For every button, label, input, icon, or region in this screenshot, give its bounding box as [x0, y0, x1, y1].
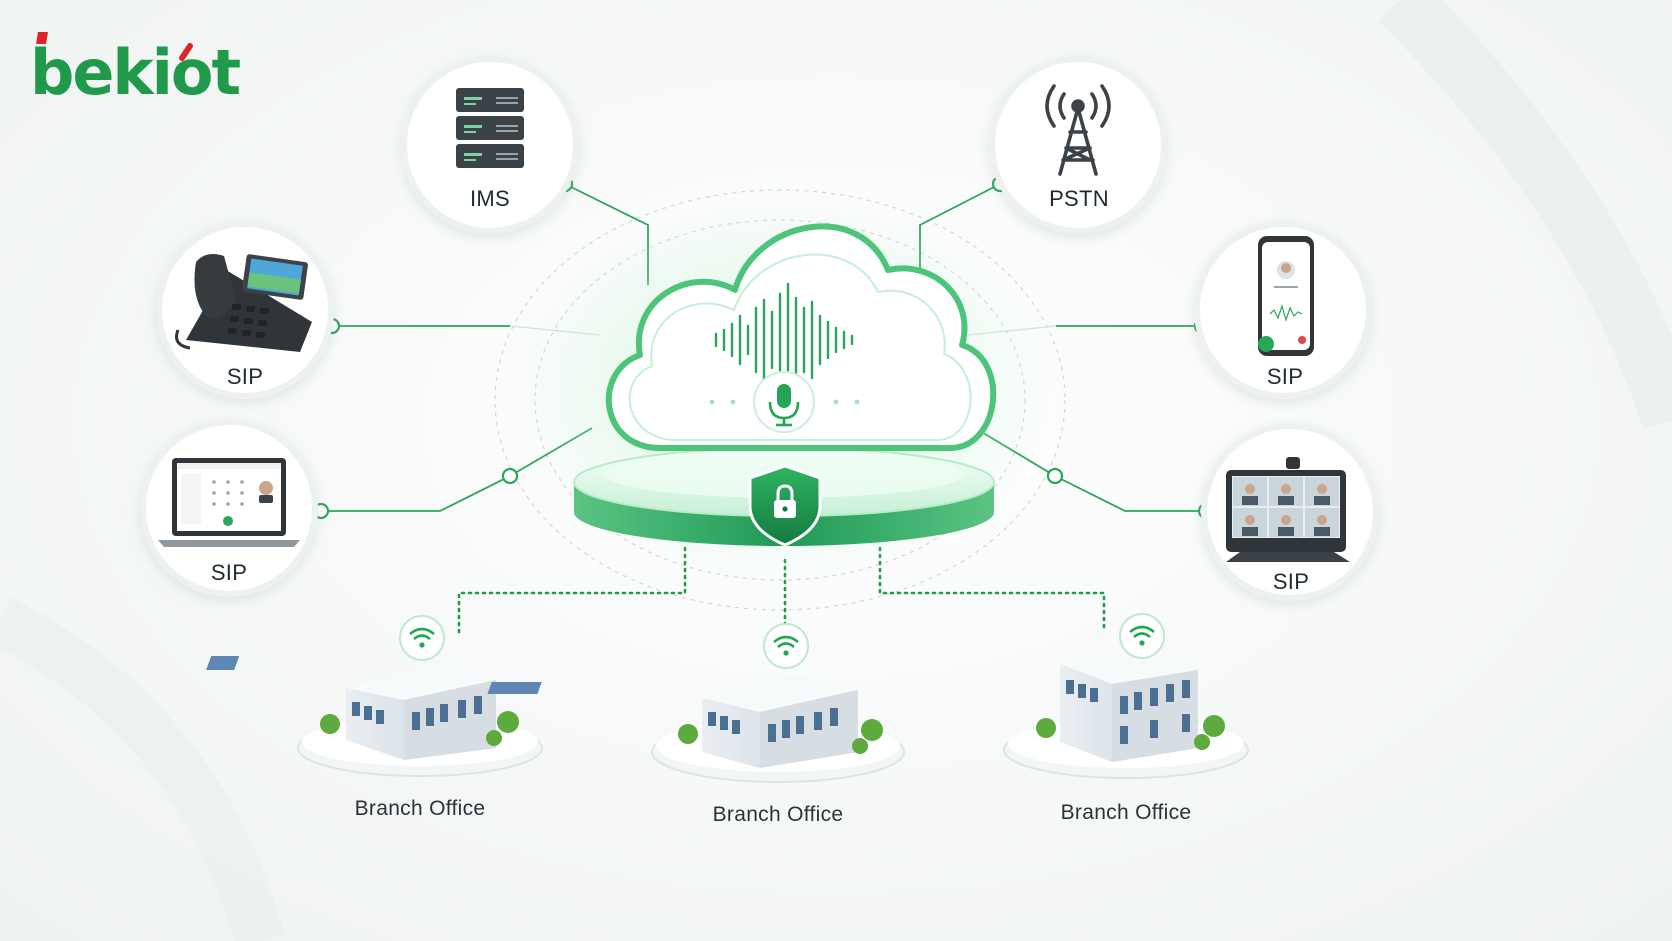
- voice-waveform-icon: [714, 282, 854, 398]
- bekiot-logo: bekiot: [30, 32, 243, 108]
- cloud-hub: [514, 200, 1054, 580]
- cloud-icon: [605, 223, 997, 451]
- branch-office-3: [1003, 613, 1249, 779]
- branch-office-1: [206, 615, 543, 777]
- cell-tower-icon: [1045, 84, 1111, 176]
- server-rack-icon: [456, 88, 524, 168]
- laptop-softphone-icon: [158, 458, 300, 547]
- office-building-icon: [206, 656, 496, 760]
- smartphone-call-icon: [1258, 236, 1314, 356]
- office-building-icon: [1060, 650, 1198, 762]
- branch-label-3: Branch Office: [1060, 801, 1192, 824]
- node-label-sip-mobile: SIP: [1266, 364, 1304, 389]
- branch-label-1: Branch Office: [354, 797, 486, 820]
- wifi-icon: [399, 615, 445, 661]
- desk-ip-phone-icon: [175, 254, 312, 352]
- wifi-icon: [1119, 613, 1165, 659]
- office-building-icon: [487, 676, 858, 768]
- node-label-sip-desk-phone: SIP: [226, 364, 264, 389]
- branch-office-2: [487, 623, 905, 783]
- microphone-icon: [709, 371, 860, 433]
- node-label-pstn: PSTN: [1049, 186, 1109, 211]
- wifi-icon: [763, 623, 809, 669]
- svg-text:bekiot: bekiot: [30, 36, 241, 108]
- video-conference-panel-icon: [1226, 457, 1350, 562]
- node-label-ims: IMS: [469, 186, 511, 211]
- branch-label-2: Branch Office: [712, 803, 844, 826]
- branch-links: [457, 546, 1106, 634]
- shield-lock-icon: [748, 464, 822, 547]
- node-label-sip-video: SIP: [1272, 569, 1310, 594]
- node-label-sip-softphone: SIP: [210, 560, 248, 585]
